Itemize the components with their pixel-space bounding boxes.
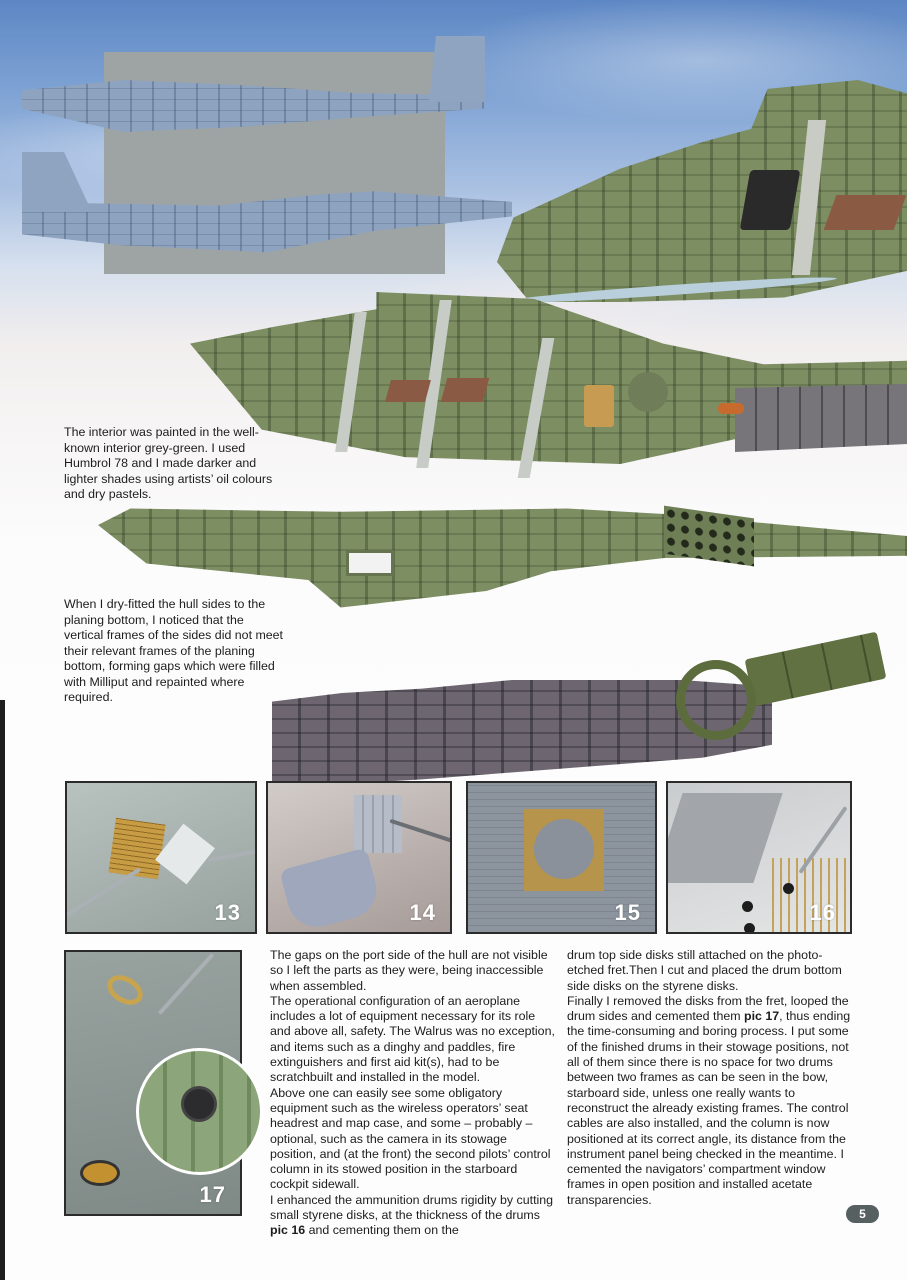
photo-etched-fret — [766, 858, 850, 932]
photo-number: 13 — [214, 900, 241, 925]
styrene-disk — [742, 901, 753, 912]
planing-bottom-ring — [676, 660, 756, 740]
photo-15: 15 — [466, 781, 657, 934]
photo-16: 16 — [666, 781, 852, 934]
body-paragraph: The operational configuration of an aero… — [270, 993, 555, 1085]
brass-window-frame — [524, 809, 604, 891]
tweezers — [157, 952, 215, 1016]
photo-number: 16 — [809, 900, 836, 925]
ammunition-drum-detail — [181, 1086, 217, 1122]
photo-number: 17 — [199, 1182, 226, 1207]
styrene-disk — [783, 883, 794, 894]
photo-13: 13 — [65, 781, 257, 934]
hull-window-opening — [346, 550, 394, 576]
tail-fin-upper-image — [429, 36, 485, 102]
body-paragraph: Finally I removed the disks from the fre… — [567, 993, 851, 1207]
tweezers — [67, 867, 142, 919]
resin-seat-part — [279, 847, 383, 932]
drum-side-ring — [102, 969, 148, 1011]
caption-dry-fit: When I dry-fitted the hull sides to the … — [64, 597, 284, 704]
pic-reference: pic 16 — [270, 1223, 306, 1238]
body-paragraph: I enhanced the ammunition drums rigidity… — [270, 1192, 554, 1238]
body-paragraph: The gaps on the port side of the hull ar… — [270, 948, 548, 993]
photo-number: 15 — [614, 900, 641, 925]
body-paragraph: drum top side disks still attached on th… — [567, 948, 842, 993]
caption-interior-painting: The interior was painted in the well-kno… — [64, 425, 273, 501]
body-paragraph: Above one can easily see some obligatory… — [270, 1085, 551, 1192]
round-hatch — [628, 372, 668, 412]
styrene-disk — [744, 923, 755, 932]
dinghy-bag — [584, 385, 614, 427]
photo-14: 14 — [266, 781, 452, 934]
pic-reference: pic 17 — [744, 1009, 780, 1024]
body-column-middle: The gaps on the port side of the hull ar… — [270, 948, 555, 1239]
cockpit-pilot-seat — [739, 170, 801, 230]
tweezers — [207, 847, 255, 863]
navigator-table — [385, 380, 431, 402]
assembled-hull-tail-section — [735, 384, 907, 452]
wireless-table — [440, 378, 490, 402]
page-number-badge: 5 — [846, 1205, 879, 1223]
body-column-right: drum top side disks still attached on th… — [567, 948, 857, 1208]
finished-ammunition-drum — [80, 1160, 120, 1186]
cockpit-floor-panel — [823, 195, 907, 230]
binding-edge-bar — [0, 700, 5, 1280]
photo-number: 14 — [409, 900, 436, 925]
photo-17-inset-drum-installed — [136, 1048, 263, 1175]
fire-extinguisher — [718, 403, 744, 414]
